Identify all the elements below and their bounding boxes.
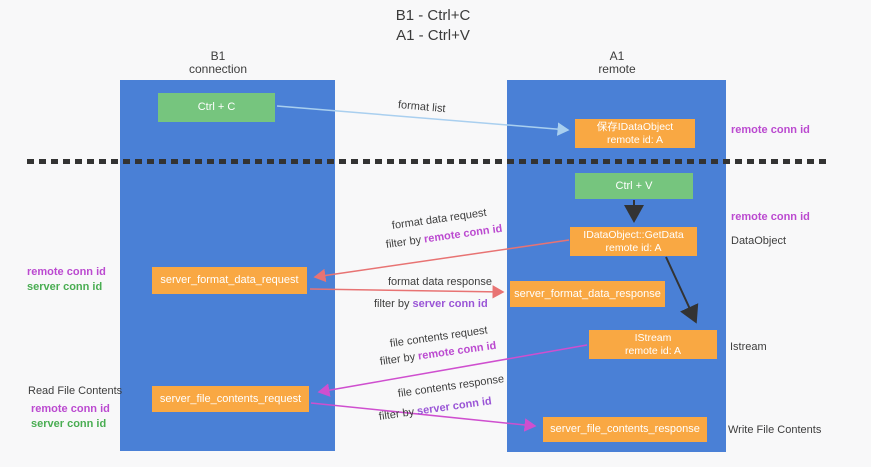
idataobject-getdata-line2: remote id: A	[605, 241, 662, 254]
lane-header-b1-role: connection	[188, 62, 248, 76]
filter-by-text-4: filter by	[378, 405, 418, 423]
filter-by-text-2: filter by	[374, 298, 413, 310]
phase-separator-dashed-line	[27, 159, 830, 164]
save-idataobject-box: 保存IDataObject remote id: A	[575, 119, 695, 148]
filter-by-text-1: filter by	[385, 233, 425, 251]
ctrl-c-box: Ctrl + C	[158, 93, 275, 122]
write-file-contents-label: Write File Contents	[728, 424, 822, 436]
title-line-1: B1 - Ctrl+C	[395, 7, 471, 24]
idataobject-getdata-box: IDataObject::GetData remote id: A	[570, 227, 697, 256]
server-format-data-request-label: server_format_data_request	[160, 274, 299, 286]
left-conn-id-group-2: remote conn id server conn id	[31, 402, 110, 432]
read-file-contents-label: Read File Contents	[28, 385, 123, 397]
remote-conn-id-label-top: remote conn id	[731, 124, 810, 136]
server-format-data-request-box: server_format_data_request	[152, 267, 307, 294]
left-remote-conn-id-2: remote conn id	[31, 403, 110, 415]
arrow-format-data-response	[309, 285, 505, 299]
save-idataobject-line2: remote id: A	[606, 133, 664, 146]
lane-header-b1: B1 connection	[158, 50, 278, 76]
istream-line1: IStream	[634, 331, 672, 344]
server-file-contents-response-box: server_file_contents_response	[543, 417, 707, 442]
left-conn-id-group-1: remote conn id server conn id	[27, 265, 106, 295]
istream-side-label: Istream	[730, 341, 767, 353]
server-file-contents-request-label: server_file_contents_request	[159, 392, 302, 405]
ctrl-c-label: Ctrl + C	[197, 101, 236, 113]
format-data-response-label: format data response	[388, 276, 492, 288]
server-file-contents-request-box: server_file_contents_request	[152, 386, 309, 412]
lane-header-a1-name: A1	[609, 49, 625, 63]
format-data-response-filter-label: filter by server conn id	[374, 298, 488, 310]
diagram-title: B1 - Ctrl+C A1 - Ctrl+V	[333, 6, 533, 46]
dataobject-label: DataObject	[731, 235, 787, 247]
istream-line2: remote id: A	[624, 344, 682, 357]
idataobject-getdata-line1: IDataObject::GetData	[583, 228, 684, 241]
left-server-conn-id-1: server conn id	[27, 281, 103, 293]
server-conn-id-key-4: server conn id	[416, 395, 493, 418]
ctrl-v-box: Ctrl + V	[575, 173, 693, 199]
server-file-contents-response-label: server_file_contents_response	[550, 423, 700, 435]
server-format-data-response-box: server_format_data_response	[510, 281, 665, 307]
remote-conn-id-key-1: remote conn id	[423, 222, 504, 246]
lane-header-a1-role: remote	[598, 62, 636, 76]
filter-by-text-3: filter by	[379, 350, 419, 368]
ctrl-v-label: Ctrl + V	[615, 179, 653, 192]
left-server-conn-id-2: server conn id	[31, 418, 107, 430]
server-format-data-response-label: server_format_data_response	[514, 287, 661, 300]
file-contents-response-filter-label: filter by server conn id	[378, 395, 492, 423]
remote-conn-id-label-mid: remote conn id	[731, 211, 810, 223]
save-idataobject-line1: 保存IDataObject	[596, 120, 674, 133]
istream-box: IStream remote id: A	[589, 330, 717, 359]
lane-header-a1: A1 remote	[557, 50, 677, 76]
lane-header-b1-name: B1	[210, 49, 226, 63]
server-conn-id-key-2: server conn id	[412, 298, 488, 310]
left-remote-conn-id-1: remote conn id	[27, 266, 106, 278]
format-list-label: format list	[397, 99, 447, 116]
title-line-2: A1 - Ctrl+V	[396, 27, 470, 44]
